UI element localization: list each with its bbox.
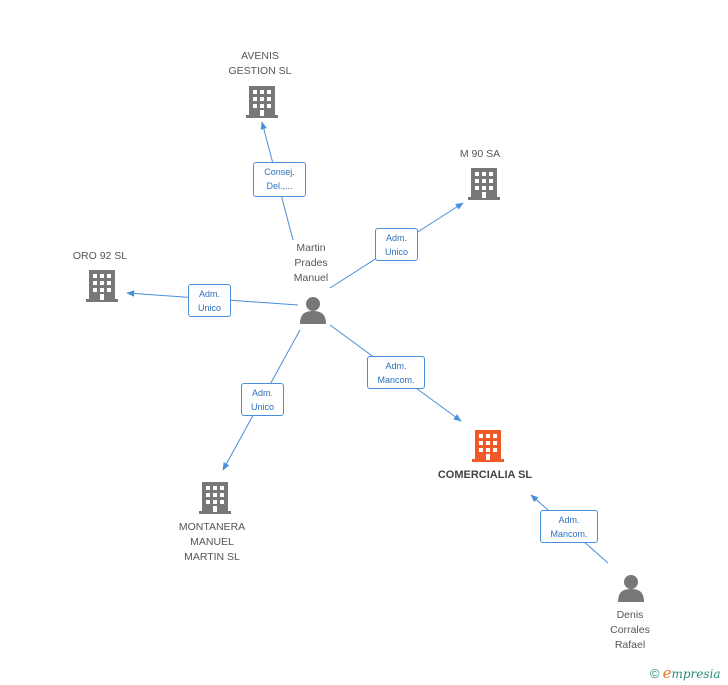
- role-box-to-oro92[interactable]: Adm. Unico: [188, 284, 231, 317]
- role-line: Del.,...: [266, 181, 293, 191]
- node-label-martin[interactable]: Martin Prades Manuel: [271, 241, 351, 286]
- role-line: Adm.: [558, 515, 580, 525]
- role-line: Unico: [250, 402, 274, 412]
- role-line: Unico: [384, 247, 408, 257]
- role-line: Mancom.: [377, 375, 415, 385]
- building-icon-oro92[interactable]: [86, 270, 118, 302]
- role-line: Adm.: [251, 388, 273, 398]
- node-label-line: M 90 SA: [459, 148, 501, 160]
- node-label-line: COMERCIALIA SL: [437, 469, 533, 481]
- node-label-denis[interactable]: Denis Corrales Rafael: [590, 608, 670, 653]
- role-line: Mancom.: [550, 529, 588, 539]
- role-box-to-m90[interactable]: Adm. Unico: [375, 228, 418, 261]
- node-label-line: ORO 92 SL: [72, 250, 128, 262]
- node-label-line: AVENIS: [241, 50, 279, 62]
- empresia-logo-text: mpresia: [671, 667, 721, 681]
- node-label-line: Corrales: [610, 624, 650, 636]
- role-box-to-montanera[interactable]: Adm. Unico: [241, 383, 284, 416]
- node-label-montanera[interactable]: MONTANERA MANUEL MARTIN SL: [162, 520, 262, 565]
- node-label-comercialia[interactable]: COMERCIALIA SL: [425, 468, 545, 483]
- node-label-m90[interactable]: M 90 SA: [440, 147, 520, 162]
- role-box-to-comercialia[interactable]: Adm. Mancom.: [367, 356, 425, 389]
- node-label-line: MANUEL: [190, 536, 234, 548]
- role-line: Adm.: [385, 233, 407, 243]
- empresia-credit[interactable]: ©empresia: [650, 664, 721, 682]
- person-icon-martin[interactable]: [300, 297, 326, 324]
- node-label-line: GESTION SL: [228, 65, 292, 77]
- building-icon-m90[interactable]: [468, 168, 500, 200]
- role-line: Adm.: [385, 361, 407, 371]
- role-box-denis-to-comercialia[interactable]: Adm. Mancom.: [540, 510, 598, 543]
- node-label-line: Rafael: [614, 639, 646, 651]
- node-label-line: MARTIN SL: [184, 551, 240, 563]
- role-box-to-avenis[interactable]: Consej. Del.,...: [253, 162, 306, 197]
- building-icon-avenis[interactable]: [246, 86, 278, 118]
- node-label-line: Manuel: [293, 272, 329, 284]
- node-label-line: Prades: [294, 257, 328, 269]
- role-line: Adm.: [198, 289, 220, 299]
- person-icon-denis[interactable]: [618, 575, 644, 602]
- node-label-avenis[interactable]: AVENIS GESTION SL: [210, 49, 310, 79]
- building-icon-montanera[interactable]: [199, 482, 231, 514]
- node-label-line: MONTANERA: [178, 521, 246, 533]
- role-line: Unico: [197, 303, 221, 313]
- role-line: Consej.: [264, 167, 295, 177]
- copyright-icon: ©: [650, 666, 660, 681]
- building-icon-comercialia[interactable]: [472, 430, 504, 462]
- node-label-line: Martin: [296, 242, 326, 254]
- node-label-line: Denis: [616, 609, 644, 621]
- node-label-oro92[interactable]: ORO 92 SL: [55, 249, 145, 264]
- empresia-logo-initial: e: [662, 664, 672, 682]
